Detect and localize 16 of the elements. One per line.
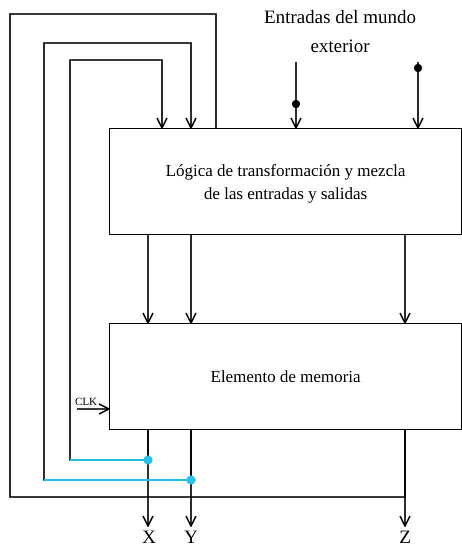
arrow <box>142 235 154 324</box>
logic-block <box>109 128 462 235</box>
arrow <box>412 62 424 129</box>
memory-block <box>109 323 462 430</box>
block-label: Elemento de memoria <box>209 366 362 388</box>
arrow <box>185 235 197 324</box>
arrow <box>290 62 302 129</box>
output-label: Y <box>182 526 200 546</box>
block-label: Lógica de transformación y mezcla de las entradas y salidas <box>166 160 406 204</box>
input-label: Entradas del mundo exterior <box>240 2 440 62</box>
clock-label: CLK <box>75 396 107 409</box>
output-label: X <box>140 526 158 546</box>
arrow <box>77 403 110 415</box>
feedback-wire <box>9 13 406 498</box>
output-label: Z <box>396 526 414 546</box>
arrow <box>399 235 411 324</box>
